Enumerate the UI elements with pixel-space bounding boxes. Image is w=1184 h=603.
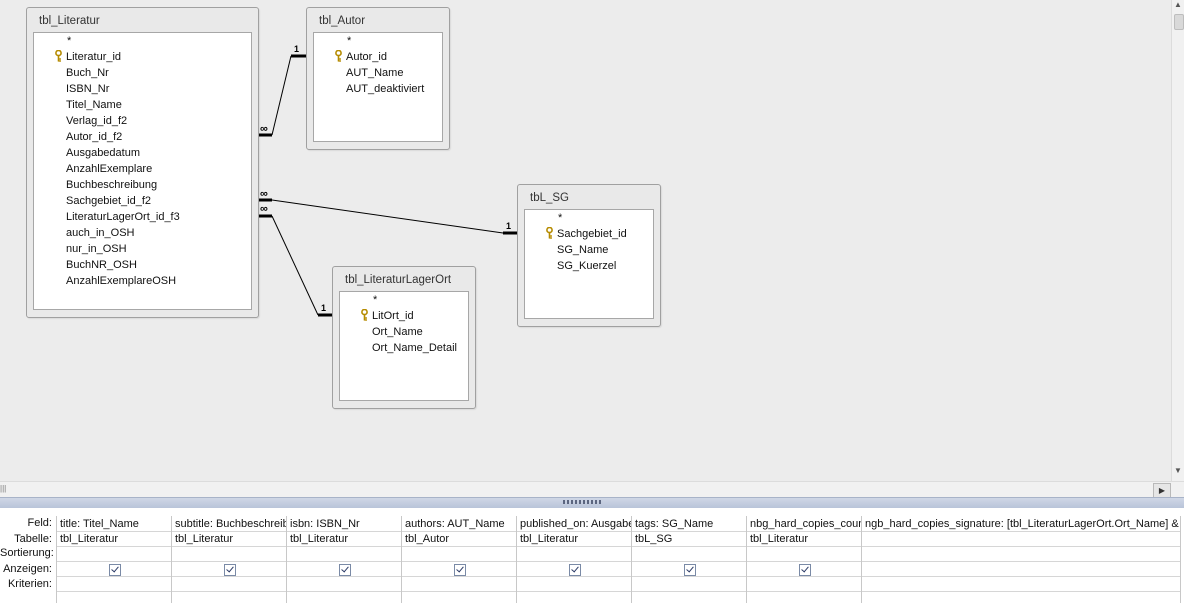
horizontal-scrollbar[interactable]: ||| ▶ (0, 481, 1184, 497)
grid-column[interactable]: title: Titel_Name tbl_Literatur (56, 516, 172, 603)
grid-column[interactable]: authors: AUT_Name tbl_Autor (401, 516, 517, 603)
field-all[interactable]: * (347, 33, 351, 49)
field-item[interactable]: Literatur_id (66, 49, 121, 65)
field-item[interactable]: Autor_id_f2 (66, 129, 122, 145)
grid-column[interactable]: ngb_hard_copies_signature: [tbl_Literatu… (861, 516, 1181, 603)
field-list[interactable]: * Sachgebiet_id SG_Name SG_Kuerzel (524, 209, 654, 319)
field-list[interactable]: * Literatur_id Buch_Nr ISBN_Nr Titel_Nam… (33, 32, 252, 310)
field-item[interactable]: Titel_Name (66, 97, 122, 113)
table-cell[interactable]: tbL_SG (635, 532, 672, 547)
rel-line-lagerort (272, 216, 318, 315)
field-item[interactable]: AnzahlExemplareOSH (66, 273, 176, 289)
vertical-scrollbar[interactable]: ▲ ▼ (1171, 0, 1184, 481)
field-cell[interactable]: published_on: Ausgabe (520, 517, 632, 532)
scroll-thumb[interactable] (1174, 14, 1184, 30)
relation-many-label: ∞ (260, 123, 267, 135)
key-icon (360, 309, 369, 321)
row-label-kriterien: Kriterien: (0, 577, 52, 592)
table-title: tbL_SG (530, 192, 569, 204)
table-cell[interactable]: tbl_Autor (405, 532, 449, 547)
grip-icon[interactable]: ||| (0, 484, 10, 494)
relationship-canvas[interactable]: 1 ∞ ∞ 1 ∞ 1 tbl_Literatur * Literatur_id… (0, 0, 1171, 481)
grid-column[interactable]: isbn: ISBN_Nr tbl_Literatur (286, 516, 402, 603)
table-title: tbl_LiteraturLagerOrt (345, 274, 451, 286)
field-item[interactable]: AUT_deaktiviert (346, 81, 424, 97)
row-label-tabelle: Tabelle: (0, 532, 52, 547)
key-icon (54, 50, 63, 62)
field-cell[interactable]: subtitle: Buchbeschreib (175, 517, 287, 532)
field-item[interactable]: Buch_Nr (66, 65, 109, 81)
field-item[interactable]: AUT_Name (346, 65, 403, 81)
field-item[interactable]: SG_Name (557, 242, 608, 258)
field-item[interactable]: LitOrt_id (372, 308, 414, 324)
table-autor[interactable]: tbl_Autor * Autor_id AUT_Name AUT_deakti… (306, 7, 450, 150)
splitter-grip-icon[interactable] (563, 500, 601, 504)
table-sg[interactable]: tbL_SG * Sachgebiet_id SG_Name SG_Kuerze… (517, 184, 661, 327)
show-checkbox[interactable] (684, 564, 696, 576)
table-cell[interactable]: tbl_Literatur (290, 532, 348, 547)
field-item[interactable]: Ort_Name (372, 324, 423, 340)
grid-column[interactable]: subtitle: Buchbeschreib tbl_Literatur (171, 516, 287, 603)
field-item[interactable]: AnzahlExemplare (66, 161, 152, 177)
field-all[interactable]: * (558, 210, 562, 226)
field-all[interactable]: * (67, 33, 71, 49)
row-label-sortierung: Sortierung: (0, 546, 52, 561)
rel-line-sg (272, 200, 503, 233)
field-cell[interactable]: isbn: ISBN_Nr (290, 517, 360, 532)
field-item[interactable]: Verlag_id_f2 (66, 113, 127, 129)
show-checkbox[interactable] (569, 564, 581, 576)
row-label-anzeigen: Anzeigen: (0, 562, 52, 577)
relation-one-label: 1 (294, 44, 299, 54)
relation-many-label: ∞ (260, 188, 267, 200)
field-item[interactable]: Buchbeschreibung (66, 177, 157, 193)
table-cell[interactable]: tbl_Literatur (60, 532, 118, 547)
field-cell[interactable]: authors: AUT_Name (405, 517, 505, 532)
table-literaturlagerort[interactable]: tbl_LiteraturLagerOrt * LitOrt_id Ort_Na… (332, 266, 476, 409)
relation-many-label: ∞ (260, 203, 267, 215)
field-item[interactable]: Sachgebiet_id (557, 226, 627, 242)
relation-one-label: 1 (321, 303, 326, 313)
field-item[interactable]: Ort_Name_Detail (372, 340, 457, 356)
scroll-up-icon[interactable]: ▲ (1174, 0, 1182, 9)
table-cell[interactable]: tbl_Literatur (520, 532, 578, 547)
relation-one-label: 1 (506, 221, 511, 231)
grid-column[interactable]: nbg_hard_copies_coun tbl_Literatur (746, 516, 862, 603)
grid-column[interactable]: tags: SG_Name tbL_SG (631, 516, 747, 603)
rel-line-autor (272, 56, 291, 135)
field-item[interactable]: ISBN_Nr (66, 81, 109, 97)
field-list[interactable]: * Autor_id AUT_Name AUT_deaktiviert (313, 32, 443, 142)
field-cell[interactable]: tags: SG_Name (635, 517, 713, 532)
grid-column[interactable]: published_on: Ausgabe tbl_Literatur (516, 516, 632, 603)
field-item[interactable]: BuchNR_OSH (66, 257, 137, 273)
show-checkbox[interactable] (454, 564, 466, 576)
scroll-down-icon[interactable]: ▼ (1174, 466, 1182, 475)
table-title: tbl_Literatur (39, 15, 100, 27)
field-item[interactable]: LiteraturLagerOrt_id_f3 (66, 209, 180, 225)
field-item[interactable]: nur_in_OSH (66, 241, 127, 257)
field-list[interactable]: * LitOrt_id Ort_Name Ort_Name_Detail (339, 291, 469, 401)
field-item[interactable]: SG_Kuerzel (557, 258, 616, 274)
field-cell[interactable]: nbg_hard_copies_coun (750, 517, 862, 532)
table-title: tbl_Autor (319, 15, 365, 27)
table-cell[interactable]: tbl_Literatur (750, 532, 808, 547)
field-item[interactable]: Autor_id (346, 49, 387, 65)
field-item[interactable]: auch_in_OSH (66, 225, 135, 241)
show-checkbox[interactable] (224, 564, 236, 576)
row-label-feld: Feld: (0, 516, 52, 531)
field-item[interactable]: Ausgabedatum (66, 145, 140, 161)
query-design-grid[interactable]: Feld: Tabelle: Sortierung: Anzeigen: Kri… (0, 508, 1184, 595)
field-item[interactable]: Sachgebiet_id_f2 (66, 193, 151, 209)
show-checkbox[interactable] (339, 564, 351, 576)
key-icon (334, 50, 343, 62)
table-cell[interactable]: tbl_Literatur (175, 532, 233, 547)
scroll-right-icon[interactable]: ▶ (1153, 483, 1171, 498)
table-literatur[interactable]: tbl_Literatur * Literatur_id Buch_Nr ISB… (26, 7, 259, 318)
field-all[interactable]: * (373, 292, 377, 308)
show-checkbox[interactable] (799, 564, 811, 576)
field-cell[interactable]: title: Titel_Name (60, 517, 139, 532)
key-icon (545, 227, 554, 239)
field-cell[interactable]: ngb_hard_copies_signature: [tbl_Literatu… (865, 517, 1181, 532)
show-checkbox[interactable] (109, 564, 121, 576)
